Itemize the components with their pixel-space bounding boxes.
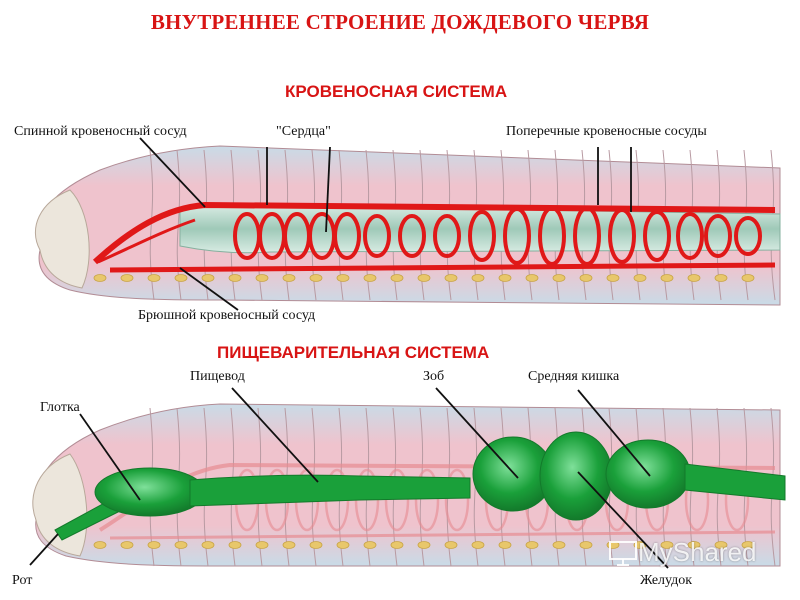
circulatory-worm-diagram	[35, 137, 781, 311]
nerve-ganglion	[390, 274, 404, 282]
ventral-vessel	[109, 262, 776, 273]
pharynx	[94, 467, 206, 517]
nerve-ganglion	[93, 274, 107, 282]
heart-ring	[538, 206, 566, 266]
label-midgut: Средняя кишка	[528, 369, 620, 384]
nerve-ganglion	[606, 274, 620, 282]
label-esophagus: Пищевод	[190, 369, 245, 384]
digestive-tract	[54, 431, 786, 541]
nerve-ganglion	[120, 541, 134, 549]
nerve-ganglion	[93, 541, 107, 549]
nerve-ganglion	[201, 274, 215, 282]
nerve-ganglion	[633, 274, 647, 282]
heart-ring	[704, 214, 732, 258]
nerve-ganglion	[741, 541, 755, 549]
nerve-ganglion	[147, 541, 161, 549]
nerve-ganglion	[444, 541, 458, 549]
presentation-icon	[609, 540, 637, 566]
nerve-ganglion	[714, 541, 728, 549]
stomach	[539, 431, 613, 521]
nerve-ganglion	[444, 274, 458, 282]
nerve-ganglion	[498, 274, 512, 282]
vessel-ring	[414, 468, 440, 532]
nerve-ganglion	[336, 274, 350, 282]
nerve-ganglion	[174, 274, 188, 282]
heart-ring	[433, 214, 461, 258]
nerve-ganglion	[390, 541, 404, 549]
label-stomach: Желудок	[640, 573, 693, 588]
heart-ring	[398, 214, 426, 258]
nerve-ganglion	[147, 274, 161, 282]
nerve-ganglion	[336, 541, 350, 549]
nerve-ganglion	[417, 541, 431, 549]
label-transverse-vessels: Поперечные кровеносные сосуды	[506, 124, 707, 139]
midgut	[684, 463, 786, 501]
label-crop: Зоб	[423, 369, 445, 384]
heart-ring	[676, 212, 704, 260]
nerve-ganglion	[228, 274, 242, 282]
watermark: MyShared	[608, 537, 757, 568]
nerve-ganglion	[120, 274, 134, 282]
nerve-ganglion	[687, 541, 701, 549]
label-ventral-vessel: Брюшной кровеносный сосуд	[138, 308, 316, 323]
circulatory-heading: КРОВЕНОСНАЯ СИСТЕМА	[285, 82, 508, 101]
nerve-ganglion	[525, 274, 539, 282]
esophagus	[189, 474, 471, 507]
nerve-ganglion	[471, 274, 485, 282]
dorsal-vessel-branch	[97, 218, 196, 264]
heart-ring	[608, 208, 636, 264]
nerve-ganglion	[552, 274, 566, 282]
nerve-ganglion	[363, 541, 377, 549]
heart-ring	[734, 216, 762, 256]
label-pharynx: Глотка	[40, 400, 80, 415]
heart-ring	[363, 214, 391, 258]
nerve-ganglion	[552, 541, 566, 549]
nerve-ganglion	[714, 274, 728, 282]
label-mouth: Рот	[12, 573, 33, 588]
nerve-ganglion	[579, 274, 593, 282]
nerve-ganglion	[309, 541, 323, 549]
watermark-text: MyShared	[638, 537, 757, 567]
nerve-ganglion	[201, 541, 215, 549]
nerve-ganglion	[471, 541, 485, 549]
nerve-ganglion	[174, 541, 188, 549]
nerve-ganglion	[660, 274, 674, 282]
main-title: ВНУТРЕННЕЕ СТРОЕНИЕ ДОЖДЕВОГО ЧЕРВЯ	[150, 10, 650, 34]
nerve-ganglion	[282, 274, 296, 282]
nerve-ganglion	[741, 274, 755, 282]
heart-ring	[643, 210, 671, 262]
nerve-ganglion	[282, 541, 296, 549]
nerve-ganglion	[309, 274, 323, 282]
nerve-ganglion	[363, 274, 377, 282]
heart-ring	[333, 212, 361, 260]
dorsal-vessel	[92, 201, 776, 265]
nerve-ganglion	[255, 541, 269, 549]
digestive-heading: ПИЩЕВАРИТЕЛЬНАЯ СИСТЕМА	[217, 343, 490, 362]
vessel-ring	[444, 468, 470, 532]
nerve-ganglion	[228, 541, 242, 549]
heart-ring	[573, 206, 601, 266]
nerve-ganglion	[579, 541, 593, 549]
nerve-ganglion	[687, 274, 701, 282]
label-dorsal-vessel: Спинной кровеносный сосуд	[14, 124, 187, 139]
label-hearts: "Сердца"	[276, 124, 331, 139]
nerve-ganglion	[498, 541, 512, 549]
nerve-ganglion	[525, 541, 539, 549]
worm-head	[35, 189, 90, 289]
heart-ring	[503, 207, 531, 265]
heart-ring	[468, 210, 496, 262]
nerve-ganglion	[660, 541, 674, 549]
nerve-ganglion	[255, 274, 269, 282]
nerve-ganglion	[417, 274, 431, 282]
